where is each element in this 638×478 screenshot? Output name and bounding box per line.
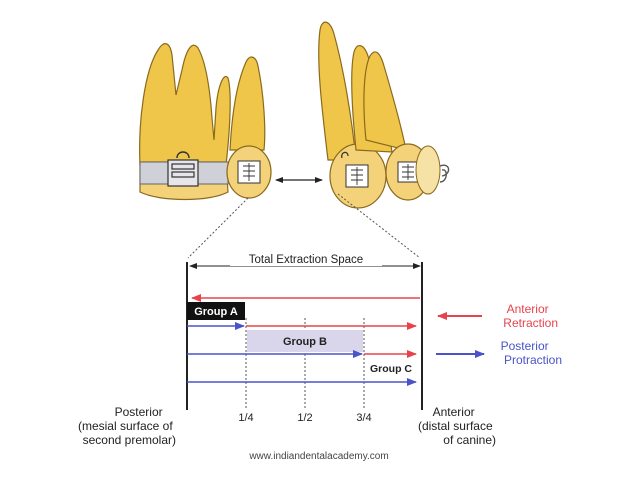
anterior-caption-line-2: (distal surface (418, 419, 493, 433)
projection-line-right (337, 193, 421, 259)
teeth-illustration (139, 21, 450, 259)
tick-label-three-quarter: 3/4 (356, 412, 371, 424)
legend-retraction-line-1: Anterior (507, 302, 549, 316)
legend-protraction-line-2: Protraction (504, 353, 562, 367)
lateral-incisor-tooth (351, 45, 450, 201)
anterior-caption: Anterior (distal surface of canine) (418, 405, 496, 447)
anterior-caption-line-1: Anterior (433, 405, 475, 419)
second-premolar-tooth (226, 56, 272, 199)
anterior-caption-line-3: of canine) (443, 433, 496, 447)
total-extraction-space-label: Total Extraction Space (249, 254, 363, 266)
group-a-box (187, 302, 245, 320)
posterior-caption-line-2: (mesial surface of (78, 419, 173, 433)
legend-protraction-line-1: Posterior (501, 339, 549, 353)
space-scale: Total Extraction Space Group A Group B G… (78, 252, 496, 447)
group-b-box (247, 330, 363, 352)
tick-label-quarter: 1/4 (238, 412, 253, 424)
tick-label-half: 1/2 (297, 412, 312, 424)
legend-retraction-line-2: Retraction (503, 316, 558, 330)
posterior-caption-line-1: Posterior (115, 405, 163, 419)
footer-url: www.indiandentalacademy.com (249, 451, 389, 462)
group-b-label: Group B (283, 336, 327, 348)
posterior-caption: Posterior (mesial surface of second prem… (78, 405, 176, 447)
group-a-label: Group A (194, 306, 238, 318)
legend-protraction-label: Posterior Protraction (501, 339, 562, 367)
projection-line-left (187, 197, 249, 259)
posterior-caption-line-3: second premolar) (83, 433, 176, 447)
legend: Anterior Retraction Posterior Protractio… (436, 302, 562, 367)
group-c-label: Group C (370, 363, 412, 375)
legend-retraction-label: Anterior Retraction (503, 302, 558, 330)
canine-tooth (318, 21, 387, 209)
molar-tooth (139, 43, 231, 201)
